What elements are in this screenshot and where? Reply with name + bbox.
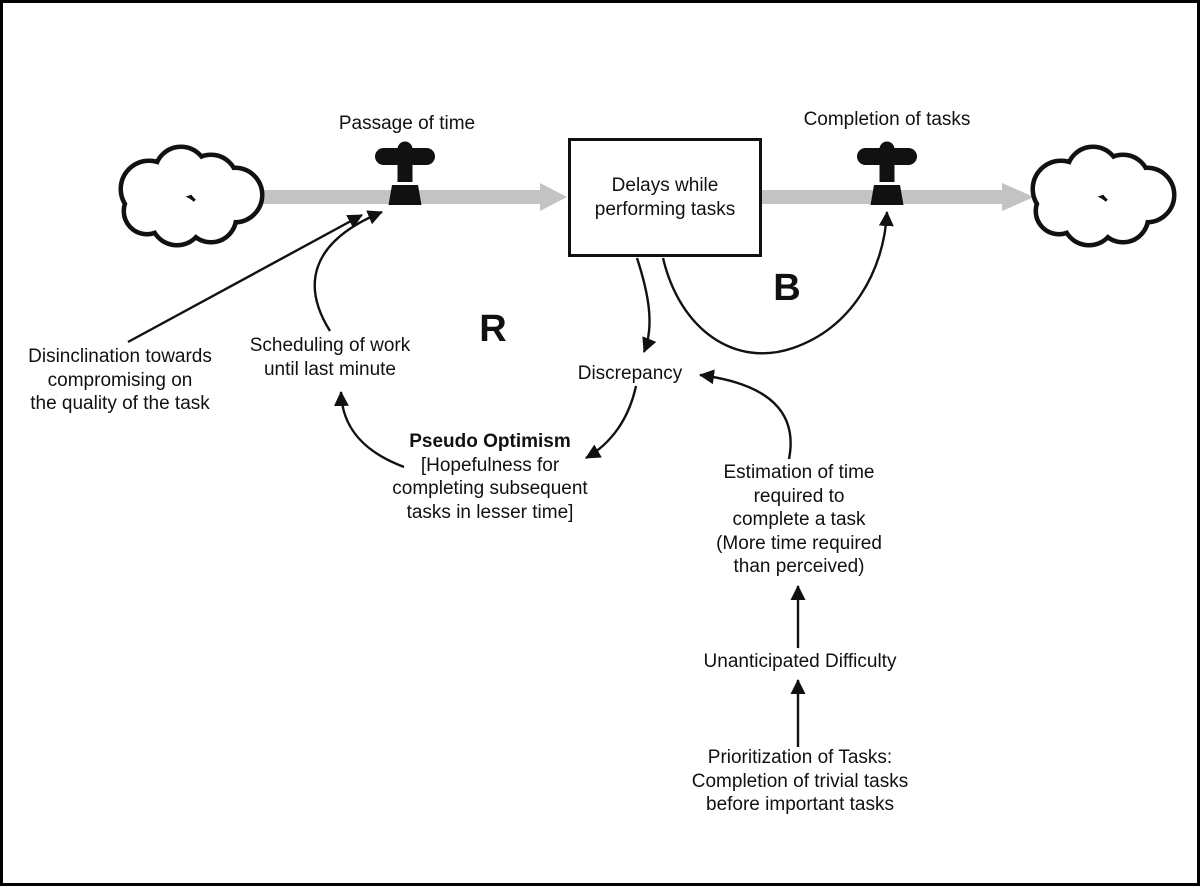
arrow-stock-to-outflow-valve-balancing: [661, 211, 894, 355]
sink-cloud-icon: [1035, 149, 1172, 243]
prioritization-label: Prioritization of Tasks: Completion of t…: [691, 747, 909, 815]
arrow-pseudo-optimism-to-scheduling: [333, 391, 405, 469]
scheduling-label: Scheduling of work until last minute: [249, 335, 411, 380]
arrow-stock-to-discrepancy: [635, 257, 657, 353]
discrepancy-label: Discrepancy: [577, 363, 683, 384]
pseudo-optimism-title: Pseudo Optimism: [409, 431, 571, 452]
inflow-label: Passage of time: [338, 113, 476, 134]
arrow-scheduling-to-inflow-valve: [313, 210, 383, 332]
pseudo-optimism-label: Pseudo Optimism [Hopefulness for complet…: [392, 431, 588, 523]
stock-label-line: Delays while: [611, 175, 719, 196]
loop-label-balancing: B: [773, 267, 801, 309]
stock-label-line: performing tasks: [594, 198, 736, 220]
outflow-pipe-arrowhead: [1002, 183, 1034, 211]
source-cloud-icon: [123, 149, 260, 243]
arrow-estimation-to-discrepancy: [699, 369, 792, 460]
outflow-label: Completion of tasks: [803, 109, 971, 130]
arrow-discrepancy-to-pseudo-optimism: [585, 385, 638, 460]
loop-label-reinforcing: R: [479, 308, 507, 350]
disinclination-label: Disinclination towards compromising on t…: [28, 346, 212, 414]
arrow-disinclination-to-inflow-valve: [127, 213, 363, 344]
unanticipated-difficulty-label: Unanticipated Difficulty: [703, 651, 897, 672]
inflow-pipe-arrowhead: [540, 183, 567, 211]
stock-delays-box: Delays while performing tasks: [568, 138, 762, 257]
estimation-label: Estimation of time required to complete …: [716, 462, 882, 577]
